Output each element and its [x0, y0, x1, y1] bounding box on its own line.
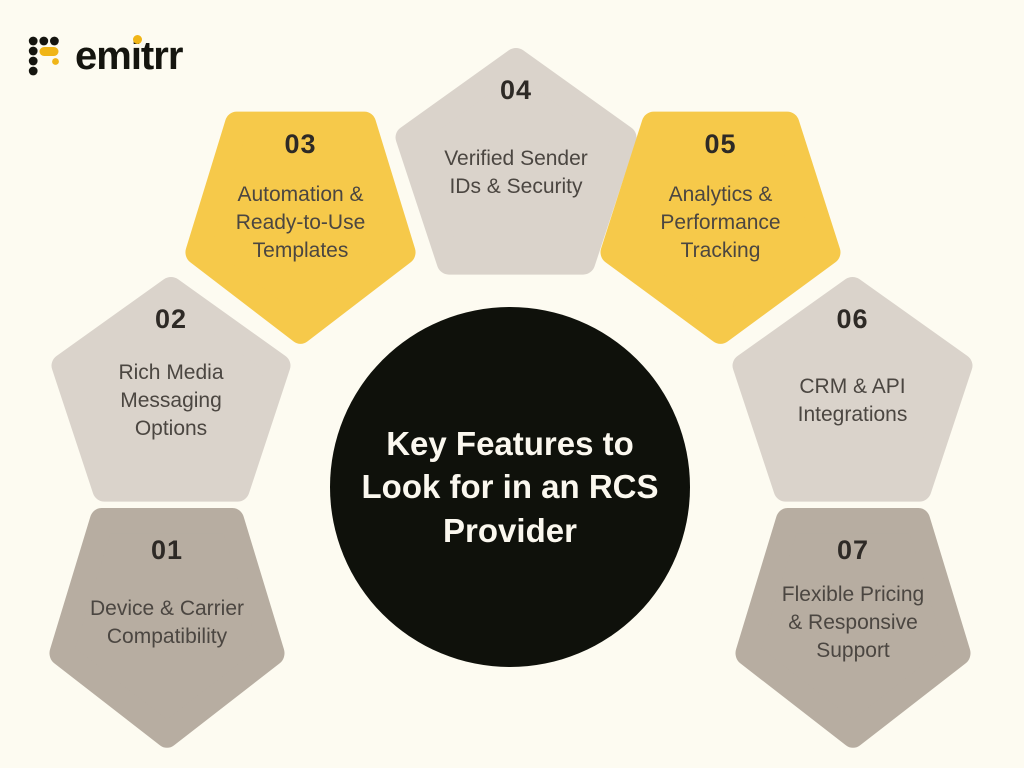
brand-name: emitrr: [75, 34, 183, 78]
feature-node-07: 07 Flexible Pricing & Responsive Support: [734, 498, 972, 752]
feature-number: 05: [704, 129, 737, 159]
pentagon-shape-up: [395, 48, 637, 275]
pentagon-shape-up: [732, 277, 973, 502]
logo-i-dot-accent: [133, 35, 142, 44]
pentagon-shape-down: [735, 507, 971, 748]
pentagon-shape-down: [185, 111, 416, 344]
feature-number: 07: [836, 535, 870, 565]
feature-number: 03: [284, 129, 317, 159]
feature-number: 06: [836, 304, 869, 334]
feature-title: CRM & API Integrations: [797, 375, 908, 427]
center-circle-shape: [330, 307, 690, 667]
feature-number: 04: [499, 75, 533, 105]
pentagon-shape-up: [51, 277, 291, 502]
feature-title: Analytics & Performance Tracking: [660, 183, 781, 263]
feature-title: Automation & Ready-to-Use Templates: [235, 183, 366, 263]
feature-node-06: 06 CRM & API Integrations: [731, 277, 974, 507]
feature-node-05: 05 Analytics & Performance Tracking: [599, 102, 842, 348]
main-title: Key Features to Look for in an RCS Provi…: [361, 424, 659, 549]
brand-wordmark: emitrr: [75, 32, 183, 80]
pentagon-shape-down: [49, 507, 285, 748]
feature-title: Flexible Pricing & Responsive Support: [781, 583, 925, 663]
feature-node-01: 01 Device & Carrier Compatibility: [48, 498, 286, 752]
feature-title: Device & Carrier Compatibility: [89, 597, 245, 649]
feature-node-02: 02 Rich Media Messaging Options: [50, 277, 292, 507]
emitrr-dots-icon: [28, 36, 59, 76]
feature-number: 01: [150, 535, 184, 565]
feature-node-03: 03 Automation & Ready-to-Use Templates: [184, 102, 417, 348]
brand-logo: emitrr: [28, 32, 183, 80]
feature-node-04: 04 Verified Sender IDs & Security: [394, 48, 638, 280]
center-circle: Key Features to Look for in an RCS Provi…: [330, 307, 690, 667]
feature-title: Rich Media Messaging Options: [118, 361, 224, 441]
feature-number: 02: [154, 304, 188, 334]
feature-title: Verified Sender IDs & Security: [444, 147, 588, 199]
pentagon-shape-down: [600, 111, 841, 344]
